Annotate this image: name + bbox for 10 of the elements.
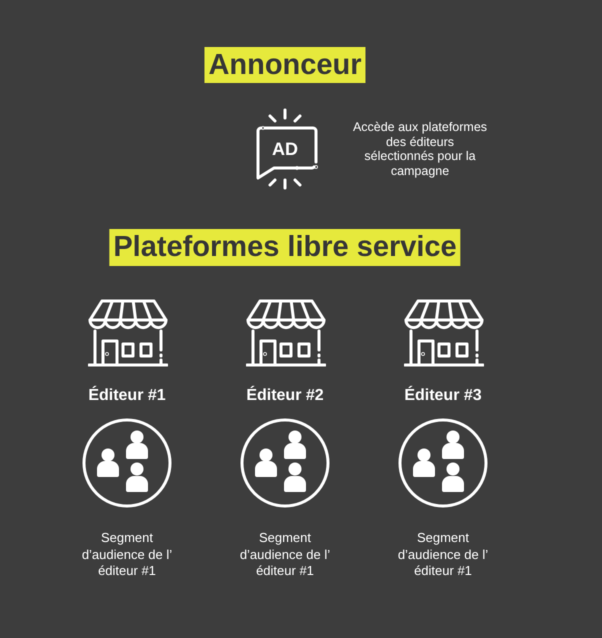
segment-caption: Segment d’audience de l’ éditeur #1 (396, 530, 490, 580)
description-text: Accède aux plateformes des éditeurs sélectionnés pour la campagne (352, 120, 488, 178)
publisher-label: Éditeur #3 (403, 386, 483, 405)
segment-caption: Segment d’audience de l’ éditeur #1 (80, 530, 174, 580)
highlighted-heading: Plateformes libre service (109, 229, 461, 266)
publisher-label: Éditeur #2 (245, 386, 325, 405)
publisher-label: Éditeur #1 (87, 386, 167, 405)
highlighted-heading: Annonceur (204, 47, 366, 83)
ad-label: AD (271, 138, 299, 160)
segment-caption: Segment d’audience de l’ éditeur #1 (238, 530, 332, 580)
